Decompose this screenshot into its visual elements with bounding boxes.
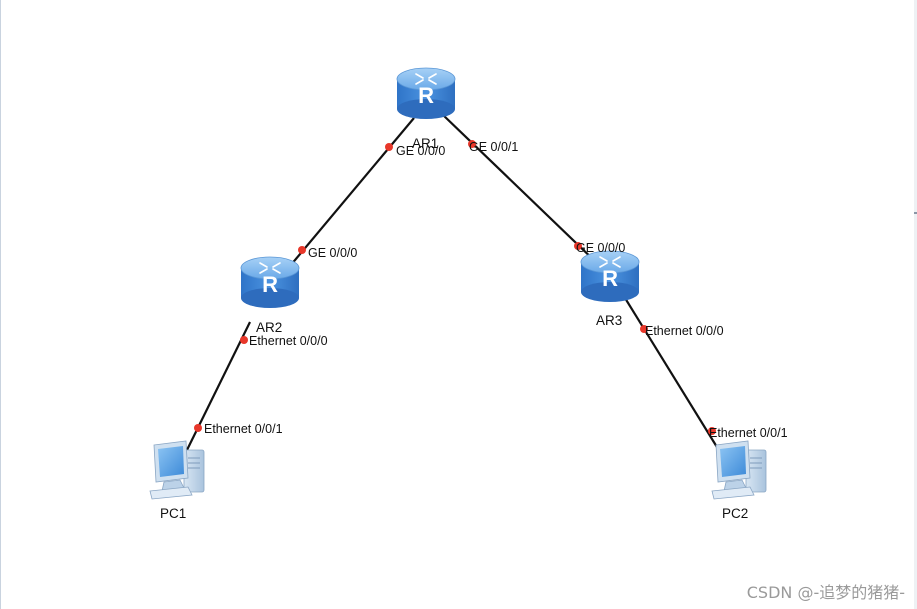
device-label-ar3: AR3 [596,313,622,328]
router-icon [396,67,456,120]
port-label-pc1-eth001: Ethernet 0/0/1 [204,422,283,436]
router-ar2[interactable] [240,256,300,309]
port-dot-ar2-ge000[interactable] [298,246,306,254]
device-label-pc1: PC1 [160,506,186,521]
link-ar3-pc2[interactable] [624,297,721,453]
port-label-pc2-eth001: Ethernet 0/0/1 [709,426,788,440]
port-dot-ar1-ge000[interactable] [385,143,393,151]
router-icon [580,250,640,303]
port-label-ar1-ge001: GE 0/0/1 [469,140,518,154]
canvas-right-edge [914,0,917,609]
port-label-ar3-ge000: GE 0/0/0 [576,241,625,255]
canvas-left-border [0,0,1,609]
port-dot-ar1-ge001[interactable] [468,140,476,148]
pc-icon [711,440,767,500]
link-ar1-ar3[interactable] [441,113,601,267]
port-label-ar2-ge000: GE 0/0/0 [308,246,357,260]
port-dot-pc1-eth001[interactable] [194,424,202,432]
device-label-ar1: AR1 [412,136,438,151]
watermark: CSDN @-追梦的猪猪- [746,583,905,602]
port-dot-pc2-eth001[interactable] [708,427,716,435]
pc-pc2[interactable] [711,440,767,500]
device-label-ar2: AR2 [256,320,282,335]
pc-icon [149,440,205,500]
port-label-ar1-ge000: GE 0/0/0 [396,144,445,158]
port-label-ar2-eth000: Ethernet 0/0/0 [249,334,328,348]
device-label-pc2: PC2 [722,506,748,521]
pc-pc1[interactable] [149,440,205,500]
link-ar1-ar2[interactable] [284,117,415,273]
router-icon [240,256,300,309]
router-ar1[interactable] [396,67,456,120]
port-dot-ar2-eth000[interactable] [240,336,248,344]
router-ar3[interactable] [580,250,640,303]
port-dot-ar3-ge000[interactable] [574,242,582,250]
scroll-indicator[interactable] [914,212,917,214]
port-label-ar3-eth000: Ethernet 0/0/0 [645,324,724,338]
port-dot-ar3-eth000[interactable] [640,325,648,333]
